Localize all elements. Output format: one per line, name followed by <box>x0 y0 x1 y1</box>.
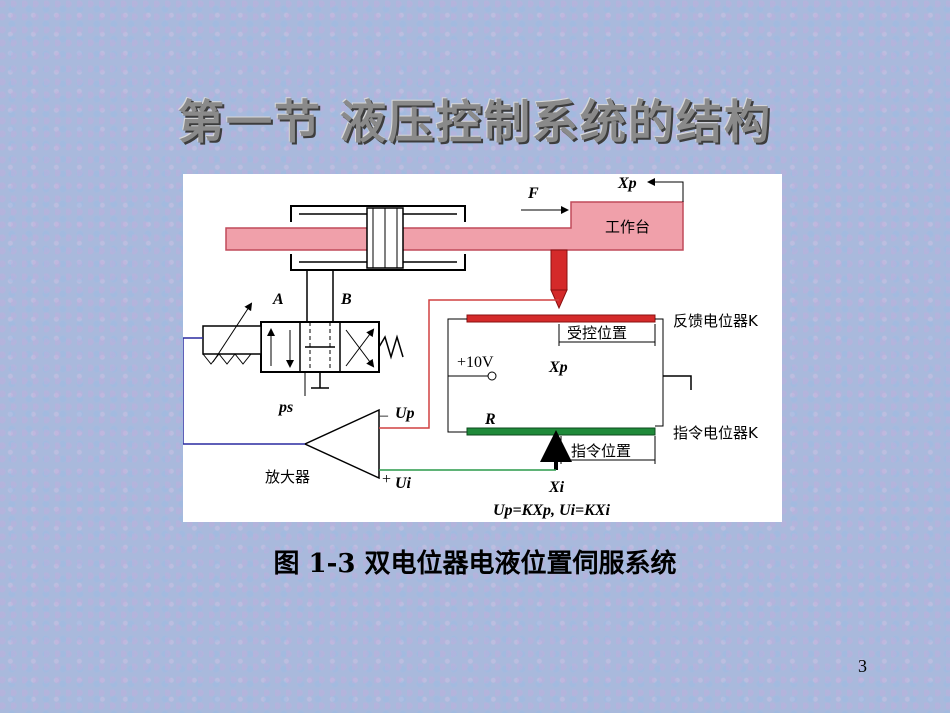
command-position-label: 指令位置 <box>571 442 631 460</box>
port-b-label: B <box>340 291 352 308</box>
figure-caption: 图 1-3 双电位器电液位置伺服系统 <box>273 549 677 579</box>
up-label: Up <box>395 405 415 422</box>
force-label: F <box>527 185 539 202</box>
amplifier-output-wire <box>183 337 305 445</box>
feedback-pot-label: 反馈电位器K <box>673 312 759 330</box>
servo-valve <box>202 270 404 396</box>
xi-label: Xi <box>548 479 565 496</box>
diagram-svg: 工作台 F Xp <box>183 175 759 519</box>
ui-label: Ui <box>395 475 412 492</box>
ps-label: ps <box>277 399 293 416</box>
slide-title: 第一节 液压控制系统的结构 <box>177 95 772 149</box>
port-a-label: A <box>272 291 284 308</box>
equation-label: Up=KXp, Ui=KXi <box>493 502 610 519</box>
feedback-potentiometer-bar <box>466 314 656 323</box>
command-potentiometer-bar <box>466 427 656 436</box>
minus-sign: – <box>379 407 389 424</box>
worktable-label: 工作台 <box>605 218 650 236</box>
xp-label: Xp <box>548 359 568 376</box>
command-pot-label: 指令电位器K <box>673 424 759 442</box>
xp-top-label: Xp <box>617 175 637 192</box>
servo-system-diagram: 工作台 F Xp <box>183 174 782 522</box>
feedback-wiper <box>550 249 568 310</box>
plus-sign: + <box>382 471 391 488</box>
amplifier <box>303 408 380 480</box>
feedback-wire <box>379 299 559 429</box>
voltage-label: +10V <box>457 354 494 371</box>
amplifier-label: 放大器 <box>265 468 310 486</box>
page-number: 3 <box>858 656 867 676</box>
controlled-position-label: 受控位置 <box>567 324 627 342</box>
r-label: R <box>484 411 496 428</box>
xp-top-arrow <box>647 178 684 202</box>
